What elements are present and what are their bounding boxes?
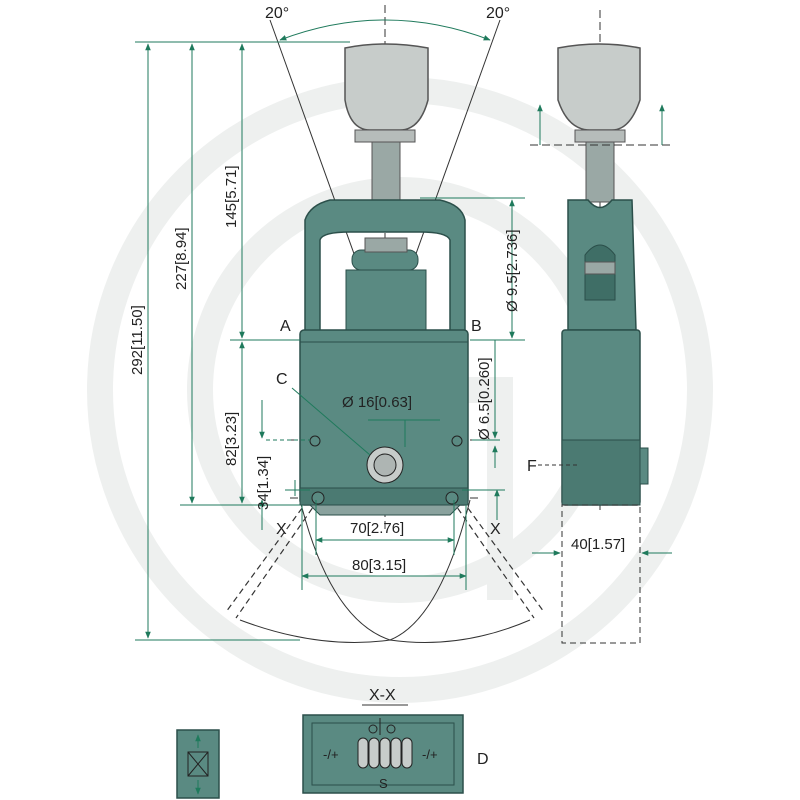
detail-small-view [176,729,220,799]
dim-40: 40[1.57] [571,536,625,553]
label-x-right: X [490,521,501,538]
side-dashed-plug [561,504,641,644]
side-view [530,43,672,644]
front-view [299,43,469,516]
dim-82: 82[3.23] [223,412,240,466]
label-c: C [276,371,288,388]
section-s-label: S [379,776,388,791]
dim-70: 70[2.76] [350,520,404,537]
label-f: F [527,458,537,475]
dim-dia-9-5: Ø 9.5[2.736] [504,229,521,312]
mount-hole-right [451,435,463,447]
section-title: X-X [369,687,396,704]
label-b: B [471,318,482,335]
front-shaft [371,141,401,203]
dim-dia-6-5: Ø 6.5[0.260] [476,357,493,440]
dim-dia-16: Ø 16[0.63] [342,394,412,411]
angle-right-label: 20° [486,5,510,22]
side-shaft [585,141,615,203]
side-connector-f [639,447,649,485]
mount-hole-left [309,435,321,447]
section-minus-plus-right: -/+ [422,747,438,762]
angle-left-label: 20° [265,5,289,22]
dimension-lines [135,41,672,641]
side-knob [557,43,641,131]
dashed-lever-left [225,499,319,619]
label-x-left: X [276,521,287,538]
dim-227: 227[8.94] [173,227,190,290]
dim-34: 34[1.34] [255,456,272,510]
section-x-x: X-X -/+ -/+ S [302,687,464,794]
dim-145: 145[5.71] [223,165,240,228]
label-d: D [477,751,489,768]
dim-292: 292[11.50] [129,305,146,375]
front-knob [344,43,429,131]
label-a: A [280,318,291,335]
section-minus-plus-left: -/+ [323,747,339,762]
lower-swing-arcs [239,499,531,643]
dim-80: 80[3.15] [352,557,406,574]
